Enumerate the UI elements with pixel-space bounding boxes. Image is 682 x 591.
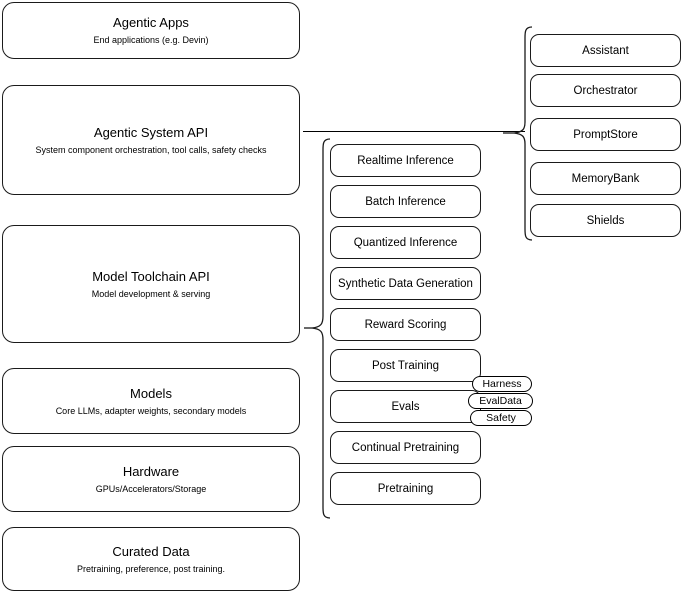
chip-label: Post Training	[371, 359, 440, 372]
chip-label: Quantized Inference	[353, 236, 458, 249]
layer-box-agentic-apps[interactable]: Agentic Apps End applications (e.g. Devi…	[2, 2, 300, 59]
eval-badge-evaldata[interactable]: EvalData	[468, 393, 533, 409]
layer-subtitle: End applications (e.g. Devin)	[93, 35, 209, 45]
layer-title: Agentic Apps	[113, 15, 189, 30]
agentic-chip-orchestrator[interactable]: Orchestrator	[530, 74, 681, 107]
brace-agentic-components	[503, 26, 534, 242]
chip-label: Assistant	[582, 44, 629, 57]
layer-box-models[interactable]: Models Core LLMs, adapter weights, secon…	[2, 368, 300, 434]
layer-subtitle: Pretraining, preference, post training.	[76, 563, 226, 574]
chip-label: PromptStore	[573, 128, 638, 141]
badge-label: Harness	[482, 378, 522, 390]
layer-box-curated-data[interactable]: Curated Data Pretraining, preference, po…	[2, 527, 300, 591]
connector-line-agentic-system-to-components	[303, 131, 525, 132]
chip-label: Orchestrator	[573, 84, 638, 97]
layer-subtitle: Model development & serving	[91, 288, 211, 299]
chip-label: Reward Scoring	[364, 318, 447, 331]
eval-badge-safety[interactable]: Safety	[470, 410, 532, 426]
layer-title: Agentic System API	[93, 124, 209, 140]
toolchain-chip-batch-inference[interactable]: Batch Inference	[330, 185, 481, 218]
layer-subtitle: Core LLMs, adapter weights, secondary mo…	[55, 405, 247, 416]
toolchain-chip-reward-scoring[interactable]: Reward Scoring	[330, 308, 481, 341]
eval-badge-harness[interactable]: Harness	[472, 376, 532, 392]
layer-subtitle: GPUs/Accelerators/Storage	[95, 483, 207, 494]
toolchain-chip-post-training[interactable]: Post Training	[330, 349, 481, 382]
chip-label: Realtime Inference	[357, 154, 454, 167]
chip-label: Evals	[391, 400, 420, 413]
chip-label: Batch Inference	[365, 195, 446, 208]
toolchain-chip-synthetic-data-generation[interactable]: Synthetic Data Generation	[330, 267, 481, 300]
agentic-chip-assistant[interactable]: Assistant	[530, 34, 681, 67]
layer-title: Hardware	[122, 463, 180, 479]
toolchain-chip-pretraining[interactable]: Pretraining	[330, 472, 481, 505]
layer-title: Curated Data	[112, 543, 190, 559]
agentic-chip-memorybank[interactable]: MemoryBank	[530, 162, 681, 195]
layer-title: Models	[130, 385, 172, 401]
toolchain-chip-evals[interactable]: Evals	[330, 390, 481, 423]
chip-label: Shields	[586, 214, 625, 227]
agentic-chip-shields[interactable]: Shields	[530, 204, 681, 237]
layer-subtitle: System component orchestration, tool cal…	[35, 144, 267, 155]
toolchain-chip-quantized-inference[interactable]: Quantized Inference	[330, 226, 481, 259]
chip-label: Synthetic Data Generation	[338, 277, 473, 290]
chip-label: Pretraining	[377, 482, 434, 495]
chip-label: Continual Pretraining	[351, 441, 460, 454]
toolchain-chip-continual-pretraining[interactable]: Continual Pretraining	[330, 431, 481, 464]
layer-box-agentic-system-api[interactable]: Agentic System API System component orch…	[2, 85, 300, 195]
badge-label: EvalData	[479, 395, 522, 407]
toolchain-chip-realtime-inference[interactable]: Realtime Inference	[330, 144, 481, 177]
brace-toolchain	[304, 138, 332, 520]
agentic-chip-promptstore[interactable]: PromptStore	[530, 118, 681, 151]
chip-label: MemoryBank	[571, 172, 640, 185]
badge-label: Safety	[486, 412, 516, 424]
layer-title: Model Toolchain API	[92, 268, 210, 284]
layer-box-model-toolchain-api[interactable]: Model Toolchain API Model development & …	[2, 225, 300, 343]
layer-box-hardware[interactable]: Hardware GPUs/Accelerators/Storage	[2, 446, 300, 512]
